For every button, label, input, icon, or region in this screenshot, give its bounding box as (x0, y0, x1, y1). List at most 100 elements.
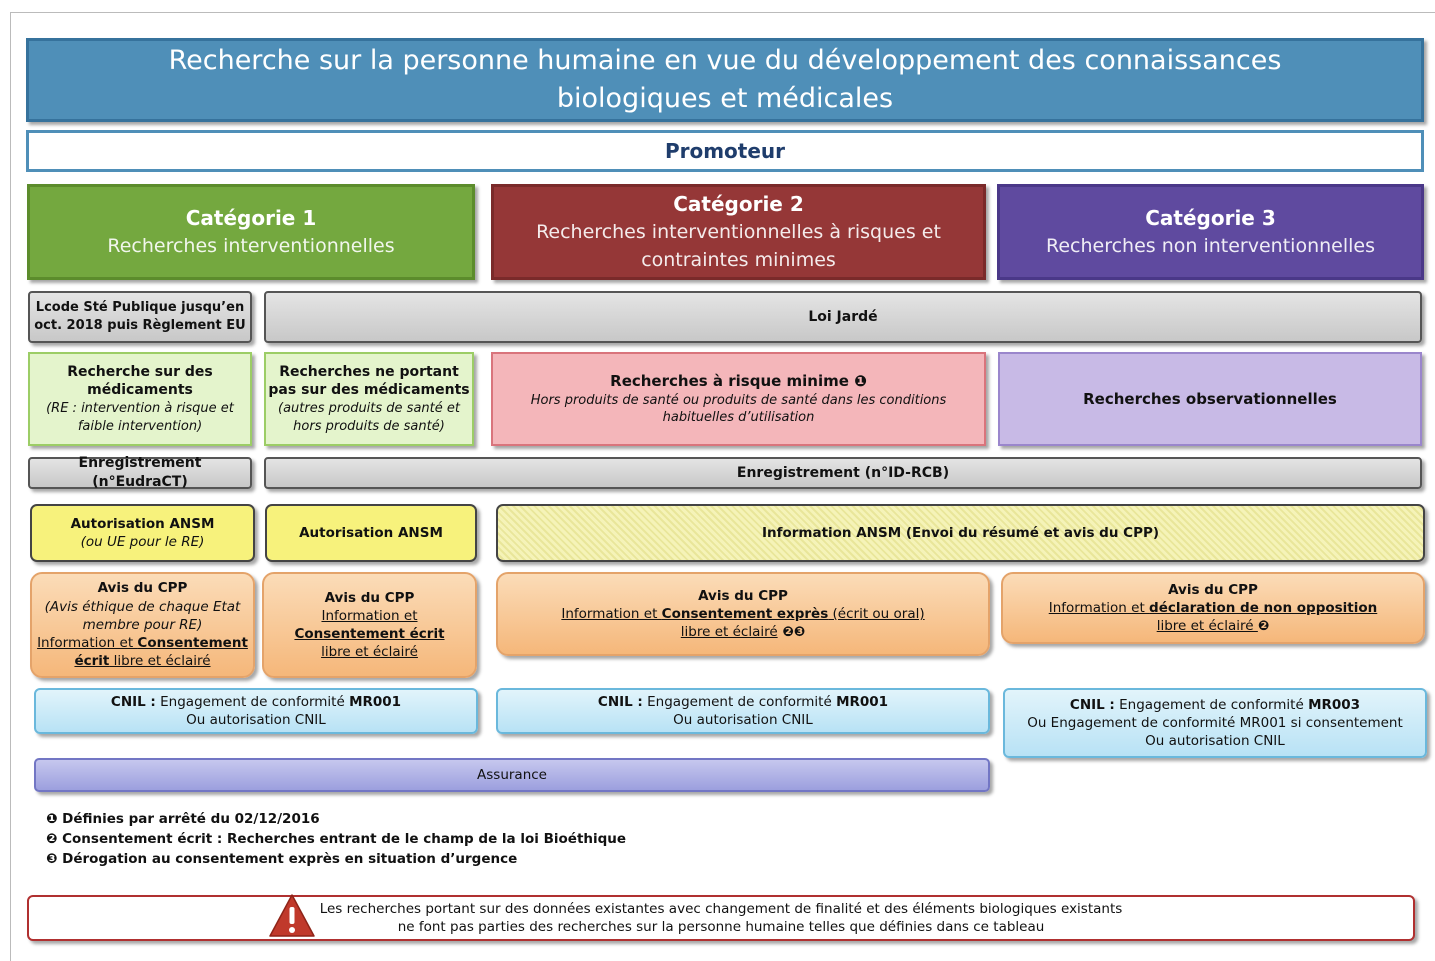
assurance-bar: Assurance (34, 758, 990, 792)
warning-box: Les recherches portant sur des données e… (27, 895, 1415, 941)
cpp-cat1b-box: Avis du CPP Information et Consentement … (262, 572, 477, 678)
ansm-cat1a-line2: (ou UE pour le RE) (80, 534, 205, 550)
warning-line1: Les recherches portant sur des données e… (319, 900, 1123, 917)
cpp-cat3-line3-marker: ❷ (1257, 618, 1270, 635)
footnote-1: ❶ Définies par arrêté du 02/12/2016 (46, 811, 320, 827)
cpp-cat1b-line4: libre et éclairé (321, 644, 418, 661)
cpp-cat2-line3: libre et éclairé ❷❸ (681, 623, 805, 641)
ansm-authorisation-cat1b-box: Autorisation ANSM (265, 504, 477, 562)
cpp-cat1a-line4b: Consentement (137, 635, 248, 652)
cpp-cat2-line2b: Consentement exprès (661, 605, 829, 622)
cpp-cat2-line2: Information et Consentement exprès (écri… (561, 605, 924, 623)
category-2-header: Catégorie 2 Recherches interventionnelle… (491, 184, 986, 280)
cpp-cat3-line2a: Information et (1048, 599, 1150, 616)
ansm-cat1b-label: Autorisation ANSM (299, 524, 443, 541)
research-non-medicaments-title-line2: pas sur des médicaments (268, 382, 470, 399)
cpp-cat2-title: Avis du CPP (698, 587, 788, 604)
cpp-cat3-title: Avis du CPP (1168, 581, 1258, 598)
cpp-cat2-line2c: (écrit ou oral) (828, 605, 925, 622)
cnil-cat3-label: CNIL : (1069, 696, 1115, 713)
cnil-cat1-line2: Ou autorisation CNIL (186, 712, 326, 728)
lcode-line2: oct. 2018 puis Règlement EU (34, 318, 246, 333)
cpp-cat1a-line5a: écrit (74, 653, 110, 670)
warning-triangle-icon (269, 894, 315, 937)
lcode-line1: Lcode Sté Publique jusqu’en (35, 300, 245, 316)
cnil-cat2-box: CNIL : Engagement de conformité MR001 Ou… (496, 688, 990, 734)
cnil-cat1-line1: CNIL : Engagement de conformité MR001 (111, 693, 401, 711)
main-title-line2: biologiques et médicales (556, 83, 894, 114)
category-3-subtitle: Recherches non interventionnelles (1046, 234, 1375, 257)
cnil-cat2-line2: Ou autorisation CNIL (673, 712, 813, 728)
category-1-subtitle: Recherches interventionnelles (107, 234, 395, 257)
research-observationnelles-title: Recherches observationnelles (1083, 389, 1337, 408)
cnil-cat3-text: Engagement de conformité (1114, 696, 1309, 713)
research-risque-minime-note-line1: Hors produits de santé ou produits de sa… (530, 392, 947, 408)
cpp-cat3-line3: libre et éclairé ❷ (1157, 617, 1270, 635)
cpp-cat1a-line4: Information et Consentement (37, 634, 248, 652)
enregistrement-eudract-label: Enregistrement (n°EudraCT) (78, 455, 202, 490)
research-medicaments-title-line1: Recherche sur des (67, 363, 213, 380)
cnil-cat1-box: CNIL : Engagement de conformité MR001 Ou… (34, 688, 478, 734)
cnil-cat3-code: MR003 (1308, 696, 1361, 713)
cpp-cat1a-line4a: Information et (37, 635, 138, 652)
ansm-information-box: Information ANSM (Envoi du résumé et avi… (496, 504, 1425, 562)
warning-line2: ne font pas parties des recherches sur l… (397, 919, 1045, 935)
cnil-cat3-box: CNIL : Engagement de conformité MR003 Ou… (1003, 688, 1427, 758)
research-medicaments-note-line2: faible intervention) (77, 418, 203, 434)
cpp-cat3-line2: Information et déclaration de non opposi… (1049, 599, 1378, 617)
enregistrement-eudract-box: Enregistrement (n°EudraCT) (28, 455, 252, 490)
enregistrement-idrcb-box: Enregistrement (n°ID-RCB) (264, 457, 1422, 489)
research-medicaments-title-line2: médicaments (87, 382, 193, 399)
research-observationnelles-box: Recherches observationnelles (998, 352, 1422, 446)
cpp-cat1a-line5b: libre et éclairé (109, 653, 211, 670)
cnil-cat2-label: CNIL : (597, 693, 643, 710)
main-title: Recherche sur la personne humaine en vue… (26, 38, 1424, 122)
promoteur-label: Promoteur (664, 138, 786, 163)
cpp-cat2-line3-text: libre et éclairé (680, 624, 778, 641)
enregistrement-idrcb-label: Enregistrement (n°ID-RCB) (736, 464, 950, 481)
cpp-cat3-line2b: déclaration de non opposition (1149, 599, 1378, 616)
cnil-cat1-code: MR001 (349, 693, 402, 710)
cnil-cat2-code: MR001 (836, 693, 889, 710)
ansm-information-label: Information ANSM (Envoi du résumé et avi… (761, 524, 1160, 541)
footnote-3: ❸ Dérogation au consentement exprès en s… (46, 851, 518, 867)
research-risque-minime-title: Recherches à risque minime ❶ (610, 372, 867, 391)
cpp-cat1a-title: Avis du CPP (97, 580, 188, 597)
ansm-cat1a-line1: Autorisation ANSM (70, 515, 215, 532)
loi-jarde-label: Loi Jardé (808, 308, 878, 325)
category-1-header: Catégorie 1 Recherches interventionnelle… (27, 184, 475, 280)
category-3-title: Catégorie 3 (1145, 205, 1276, 230)
cpp-cat2-line2a: Information et (561, 605, 662, 622)
cnil-cat1-text: Engagement de conformité (155, 693, 350, 710)
research-non-medicaments-box: Recherches ne portant pas sur des médica… (264, 352, 474, 446)
cnil-cat3-line3: Ou autorisation CNIL (1145, 733, 1285, 750)
loi-jarde-box: Loi Jardé (264, 291, 1422, 343)
category-1-title: Catégorie 1 (185, 205, 317, 230)
cpp-cat1a-line2: (Avis éthique de chaque Etat (44, 598, 241, 615)
category-2-subtitle-line2: contraintes minimes (641, 248, 836, 271)
cpp-cat1a-line3: membre pour RE) (82, 616, 203, 633)
ansm-authorisation-cat1a-box: Autorisation ANSM (ou UE pour le RE) (30, 504, 255, 562)
cpp-cat1b-line2: Information et (321, 607, 418, 624)
promoteur-bar: Promoteur (26, 130, 1424, 172)
research-risque-minime-note-line2: habituelles d’utilisation (662, 410, 815, 426)
cpp-cat3-box: Avis du CPP Information et déclaration d… (1001, 572, 1425, 644)
category-3-header: Catégorie 3 Recherches non interventionn… (997, 184, 1424, 280)
footnote-2: ❷ Consentement écrit : Recherches entran… (46, 831, 627, 847)
cnil-cat1-label: CNIL : (110, 693, 156, 710)
lcode-box: Lcode Sté Publique jusqu’en oct. 2018 pu… (28, 291, 252, 343)
cpp-cat1b-line3: Consentement écrit (294, 626, 445, 642)
cpp-cat2-box: Avis du CPP Information et Consentement … (496, 572, 990, 656)
research-non-medicaments-note-line2: hors produits de santé) (293, 418, 445, 434)
research-non-medicaments-note-line1: (autres produits de santé et (278, 401, 460, 417)
category-2-title: Catégorie 2 (673, 191, 804, 216)
research-medicaments-box: Recherche sur des médicaments (RE : inte… (28, 352, 252, 446)
cpp-cat2-line3-markers: ❷❸ (777, 624, 806, 641)
cnil-cat3-line2: Ou Engagement de conformité MR001 si con… (1027, 714, 1403, 731)
cnil-cat3-line1: CNIL : Engagement de conformité MR003 (1070, 696, 1360, 714)
assurance-label: Assurance (477, 766, 547, 783)
cpp-cat1a-box: Avis du CPP (Avis éthique de chaque Etat… (30, 572, 255, 678)
research-non-medicaments-title-line1: Recherches ne portant (279, 363, 459, 380)
cpp-cat1a-line5: écrit libre et éclairé (74, 652, 210, 670)
main-title-line1: Recherche sur la personne humaine en vue… (168, 45, 1282, 77)
